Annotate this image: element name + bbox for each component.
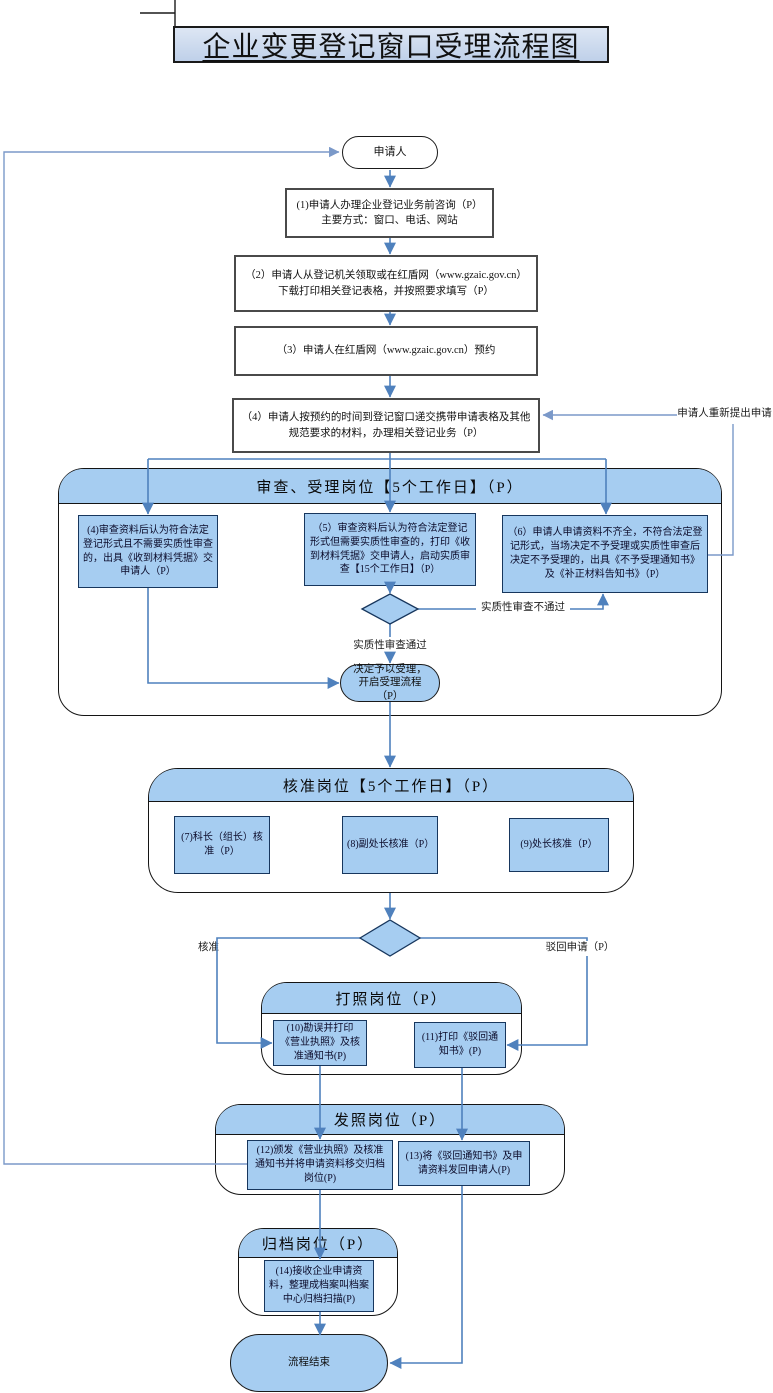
label-substantive-fail: 实质性审查不通过: [481, 602, 565, 613]
review-box5-substantive: （5）审查资料后认为符合法定登记形式但需要实质性审查的，打印《收到材料凭据》交申…: [304, 513, 476, 586]
approval-box9-director: (9)处长核准（P）: [509, 818, 609, 872]
accept-node: 决定予以受理，开启受理流程（P）: [340, 664, 440, 702]
label-rejected: 驳回申请（P）: [545, 942, 615, 953]
end-node: 流程结束: [230, 1334, 388, 1392]
issuing-lane-header: 发照岗位（P）: [216, 1105, 564, 1135]
title-anchor-ticks: [140, 0, 176, 27]
decision-approval: [358, 919, 422, 957]
step1-consult-box: (1)申请人办理企业登记业务前咨询（P） 主要方式：窗口、电话、网站: [285, 188, 494, 238]
printing-box10-license: (10)勘误并打印《营业执照》及核准通知书(P): [273, 1020, 367, 1066]
label-substantive-pass: 实质性审查通过: [353, 640, 427, 651]
review-lane-header: 审查、受理岗位【5个工作日】（P）: [59, 469, 721, 504]
review-box4-formal-ok: (4)审查资料后认为符合法定登记形式且不需要实质性审查的，出具《收到材料凭据》交…: [78, 515, 218, 588]
issuing-box13-return-docs: (13)将《驳回通知书》及申请资料发回申请人(P): [398, 1141, 530, 1186]
start-node-applicant: 申请人: [342, 136, 438, 169]
approval-box8-deputy-director: (8)副处长核准（P）: [342, 816, 438, 874]
page-title: 企业变更登记窗口受理流程图: [173, 26, 609, 63]
label-reapply: 申请人重新提出申请: [677, 408, 772, 419]
step3-reserve-box: （3）申请人在红盾网（www.gzaic.gov.cn）预约: [234, 326, 538, 376]
printing-box11-rejection: (11)打印《驳回通知书》(P): [414, 1022, 506, 1068]
printing-lane-header: 打照岗位（P）: [262, 983, 521, 1014]
step2-download-forms-box: （2）申请人从登记机关领取或在红盾网（www.gzaic.gov.cn）下载打印…: [234, 255, 538, 312]
step4-submit-box: （4）申请人按预约的时间到登记窗口递交携带申请表格及其他规范要求的材料，办理相关…: [232, 398, 540, 453]
approval-lane-header: 核准岗位【5个工作日】（P）: [149, 769, 633, 802]
archive-box14: (14)接收企业申请资料，整理成档案叫档案中心归档扫描(P): [264, 1260, 374, 1312]
review-box6-reject: （6）申请人申请资料不齐全，不符合法定登记形式，当场决定不予受理或实质性审查后决…: [502, 515, 708, 593]
archive-lane-header: 归档岗位（P）: [239, 1229, 397, 1258]
issuing-box12-grant-license: (12)颁发《营业执照》及核准通知书并将申请资料移交归档岗位(P): [247, 1140, 393, 1190]
label-approved: 核准: [198, 942, 219, 953]
approval-box7-section-chief: (7)科长（组长）核准（P）: [174, 816, 270, 874]
